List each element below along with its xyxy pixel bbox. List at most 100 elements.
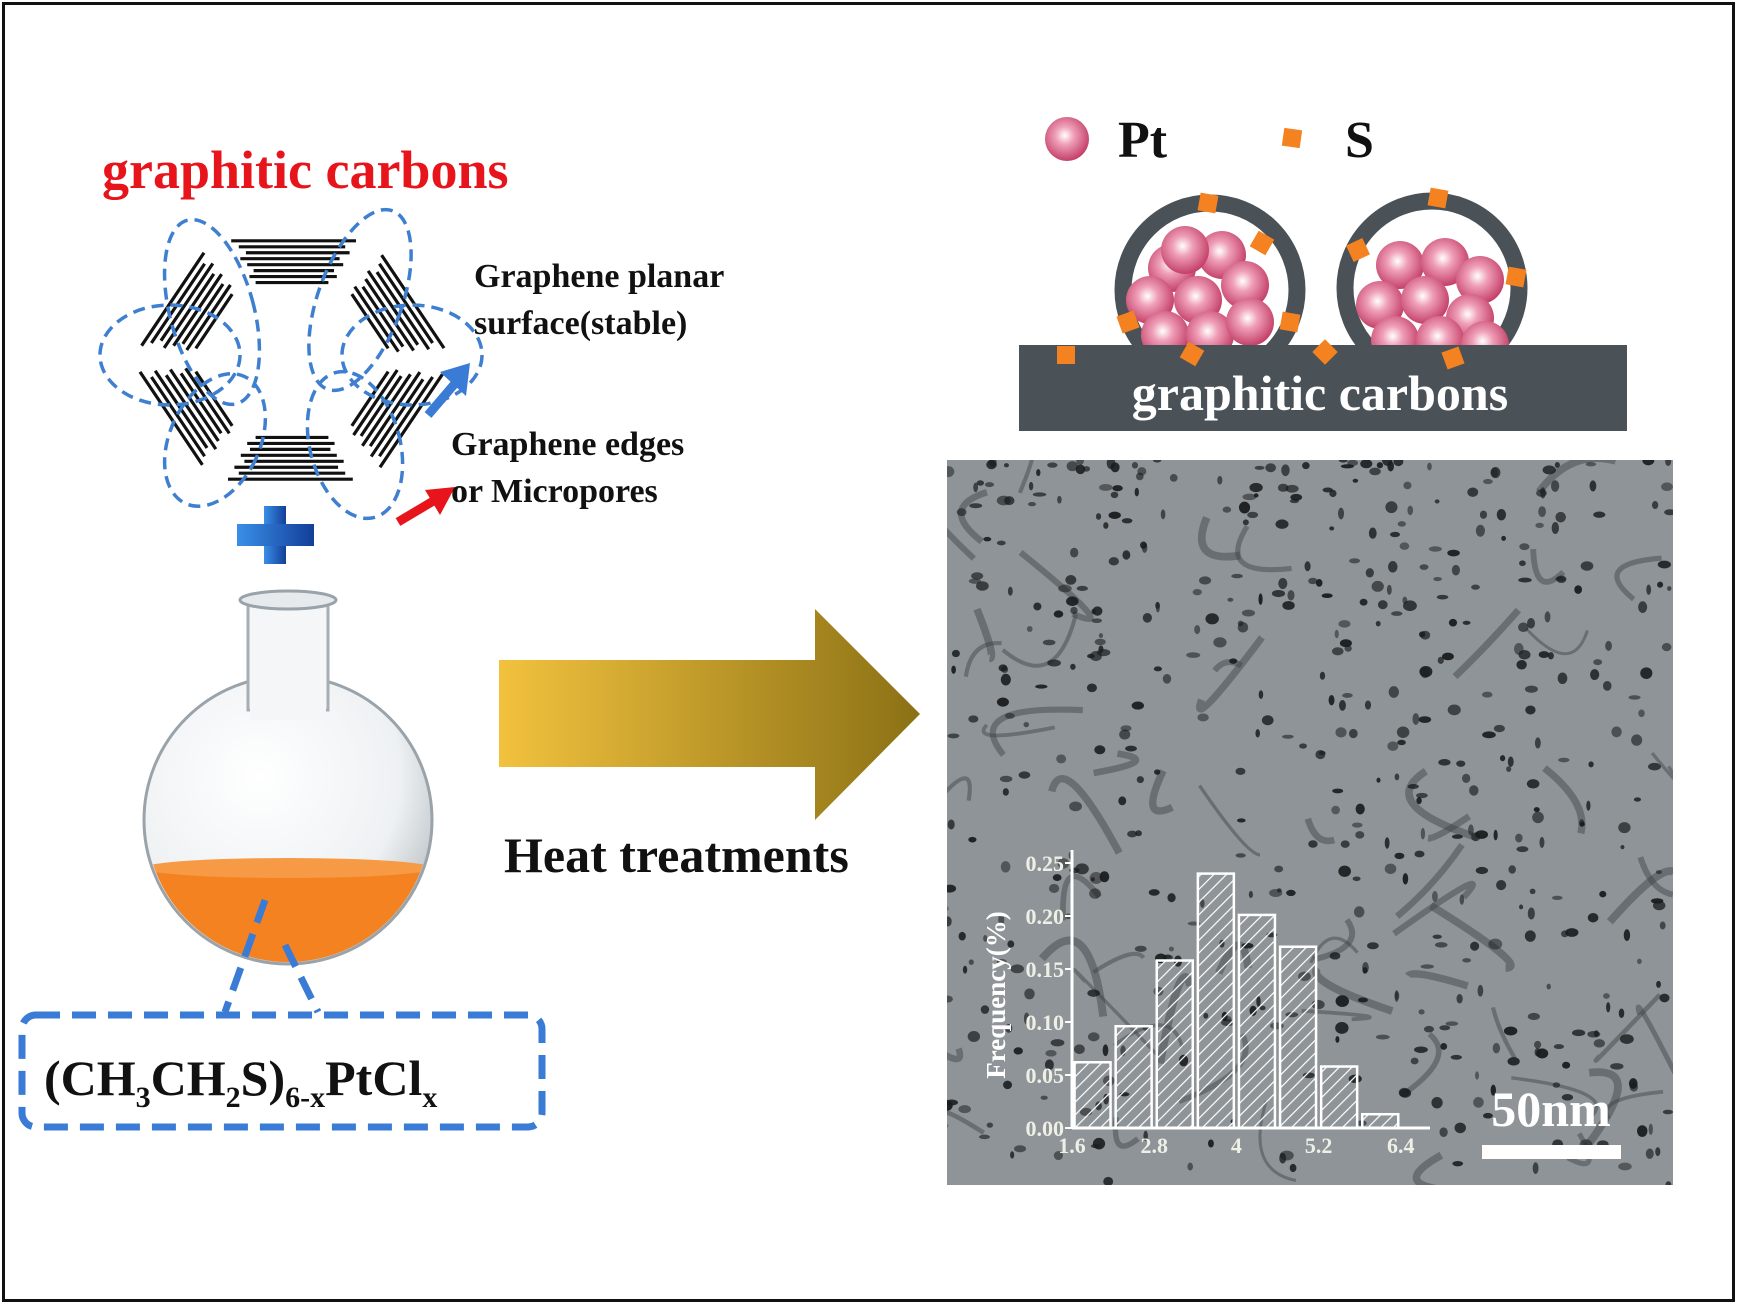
- pt-particle: [1479, 510, 1488, 519]
- pt-particle: [1278, 577, 1288, 589]
- pt-particle: [1555, 511, 1567, 523]
- pt-particle: [1637, 1125, 1648, 1137]
- pt-particle: [1454, 1122, 1466, 1134]
- pt-particle: [1075, 464, 1086, 475]
- pt-particle: [1076, 460, 1084, 465]
- pt-particle: [947, 995, 953, 1003]
- pt-particle: [1423, 1025, 1435, 1033]
- dashed-ellipse: [340, 303, 484, 407]
- pt-particle: [1249, 482, 1263, 493]
- pt-particle: [1227, 597, 1234, 602]
- red-arrow-icon: [395, 487, 455, 526]
- s-atom: [1346, 238, 1370, 262]
- round-bottom-flask-icon: [142, 589, 434, 966]
- pt-particle: [1473, 1097, 1484, 1108]
- pt-particle: [1338, 507, 1345, 520]
- pt-particle: [1238, 501, 1251, 514]
- pt-particle: [1534, 1040, 1542, 1049]
- pt-particle: [1258, 593, 1263, 605]
- pt-particle: [1070, 663, 1076, 670]
- pt-particle: [1534, 1047, 1541, 1057]
- pt-particle: [1539, 836, 1545, 848]
- pt-particle: [947, 466, 955, 478]
- pt-particle: [1237, 621, 1249, 633]
- pt-particle: [1335, 1022, 1349, 1034]
- pt-particle: [1007, 940, 1015, 948]
- pt-particle: [1040, 1095, 1048, 1100]
- pt-particle: [1082, 466, 1091, 472]
- pt-particle: [1602, 680, 1612, 691]
- pt-particle: [1076, 585, 1088, 591]
- pt-particle: [1516, 660, 1527, 670]
- pt-particle: [1394, 991, 1400, 1001]
- carbon-tube: [1092, 951, 1146, 974]
- histogram-bar: [1278, 945, 1318, 1130]
- plus-icon: [237, 506, 314, 564]
- pt-particle: [1331, 647, 1344, 656]
- pt-particle: [1659, 921, 1666, 930]
- pt-particle: [1110, 491, 1119, 499]
- pt-particle: [1347, 460, 1359, 466]
- scale-bar: [1482, 1145, 1621, 1159]
- pt-particle: [1390, 531, 1401, 538]
- pt-legend-label: Pt: [1118, 112, 1168, 169]
- pt-particle: [1524, 930, 1536, 942]
- pt-particle: [1386, 584, 1392, 595]
- pt-particle: [951, 665, 956, 674]
- pt-particle: [1469, 785, 1479, 796]
- pt-particle: [1606, 1002, 1611, 1013]
- pt-particle: [1352, 876, 1361, 882]
- pt-particle: [1659, 993, 1670, 1003]
- graphene-layer: [378, 373, 444, 469]
- pt-particle: [1416, 797, 1422, 805]
- graphitic-carbons-title: graphitic carbons: [102, 140, 509, 200]
- pt-particle: [1152, 460, 1162, 463]
- graphene-layer: [350, 370, 390, 427]
- pt-particle: [1023, 1012, 1030, 1025]
- pt-particle: [983, 536, 992, 542]
- pt-particle: [1657, 560, 1671, 569]
- pt-particle: [1050, 1039, 1065, 1047]
- graphene-layer: [150, 376, 206, 458]
- pt-particle: [1468, 824, 1474, 836]
- pt-particle: [1112, 485, 1123, 492]
- pt-particle: [1135, 472, 1144, 481]
- pt-particle: [1154, 769, 1161, 775]
- histogram-bar: [1319, 1065, 1359, 1130]
- pt-particle: [1094, 745, 1106, 755]
- pt-particle: [1153, 666, 1163, 672]
- pt-particle: [1482, 731, 1496, 739]
- pt-particle: [1287, 590, 1295, 601]
- pt-particle: [1593, 1039, 1605, 1048]
- pt-particle: [976, 480, 985, 486]
- pt-particle: [1335, 727, 1347, 738]
- carbon-tube: [1017, 460, 1034, 494]
- pt-particle: [1095, 513, 1102, 520]
- pt-particle: [1247, 511, 1259, 519]
- pt-particle: [1384, 837, 1390, 849]
- graphene-layer: [359, 375, 403, 437]
- pt-particle: [1371, 580, 1384, 592]
- pt-particle: [1471, 832, 1481, 842]
- pt-particle: [1121, 518, 1133, 524]
- graphene-layer: [361, 285, 405, 348]
- pt-particle: [951, 649, 960, 658]
- pt-particle: [1506, 766, 1512, 772]
- pt-particle: [1198, 576, 1212, 585]
- pt-particle: [1033, 602, 1042, 611]
- pt-particle: [1065, 575, 1077, 585]
- pt-particle: [1544, 611, 1551, 623]
- pt-particle: [1420, 964, 1435, 969]
- pt-particle: [1110, 462, 1120, 473]
- pt-particle: [1277, 483, 1289, 492]
- pt-particle: [1004, 496, 1015, 506]
- pt-particle: [999, 775, 1013, 783]
- pt-particle: [947, 733, 960, 739]
- pt-particle: [1418, 716, 1432, 723]
- pt-particle: [1134, 487, 1139, 497]
- pt-particle: [1419, 630, 1431, 640]
- pt-particle: [1194, 624, 1201, 635]
- pt-particle: [1571, 1029, 1586, 1037]
- carbon-tube: [1149, 769, 1174, 815]
